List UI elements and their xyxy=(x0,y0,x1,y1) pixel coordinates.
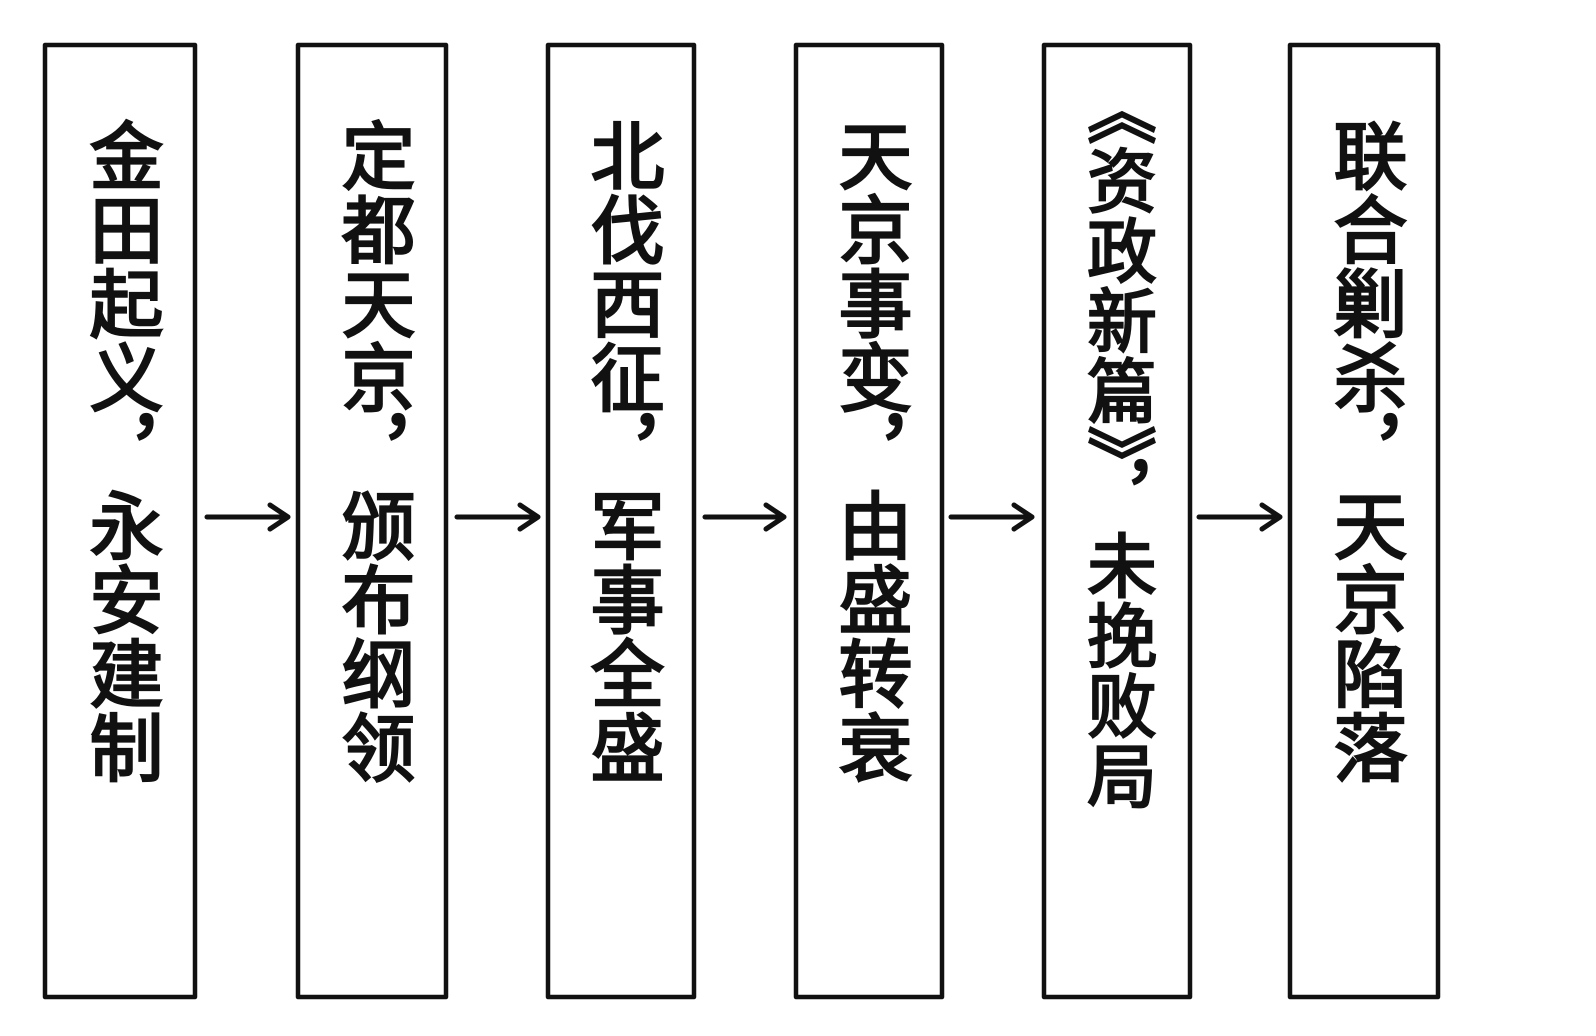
arrow-4 xyxy=(948,502,1035,532)
stage-label-5: 《资政新篇》，未挽败局 xyxy=(1076,75,1159,810)
stage-box-1: 金田起义，永安建制 xyxy=(42,42,198,1000)
stage-label-1: 金田起义，永安建制 xyxy=(77,118,163,784)
stage-box-3: 北伐西征，军事全盛 xyxy=(545,42,697,1000)
stage-label-6: 联合剿杀，天京陷落 xyxy=(1321,118,1407,784)
stage-box-2: 定都天京，颁布纲领 xyxy=(295,42,449,1000)
stage-box-6: 联合剿杀，天京陷落 xyxy=(1287,42,1441,1000)
arrow-3 xyxy=(702,502,787,532)
stage-label-2: 定都天京，颁布纲领 xyxy=(329,118,416,784)
arrow-2 xyxy=(454,502,541,532)
stage-box-4: 天京事变，由盛转衰 xyxy=(793,42,945,1000)
stage-label-4: 天京事变，由盛转衰 xyxy=(826,118,912,784)
stage-box-5: 《资政新篇》，未挽败局 xyxy=(1041,42,1193,1000)
stage-label-3: 北伐西征，军事全盛 xyxy=(578,118,665,784)
arrow-1 xyxy=(204,502,291,532)
arrow-5 xyxy=(1196,502,1283,532)
